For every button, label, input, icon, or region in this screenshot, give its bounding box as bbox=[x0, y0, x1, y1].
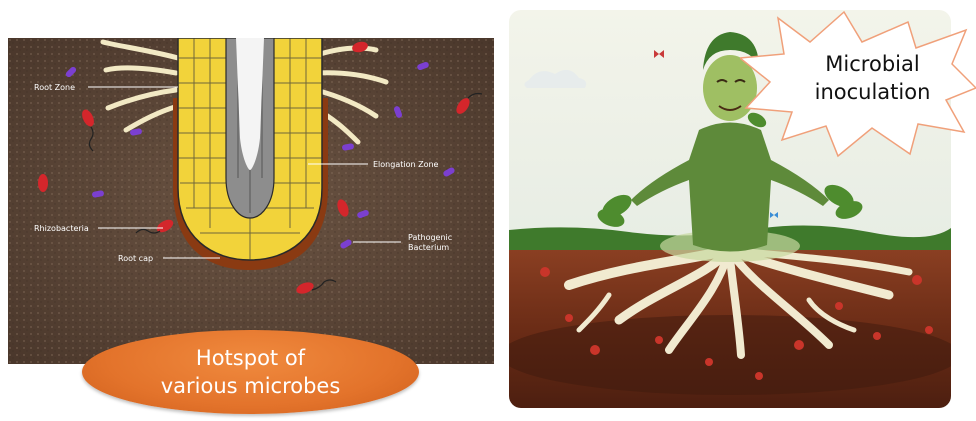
callout-line-2: inoculation bbox=[790, 78, 955, 106]
callout-line-1: Microbial bbox=[790, 50, 955, 78]
root-diagram-svg: Root Zone Elongation Zone Rhizobacteria … bbox=[8, 38, 494, 364]
caption-line-1: Hotspot of bbox=[196, 344, 305, 372]
caption-line-2: various microbes bbox=[161, 372, 341, 400]
hotspot-caption-oval: Hotspot of various microbes bbox=[82, 330, 419, 414]
label-elongation-zone: Elongation Zone bbox=[373, 160, 439, 169]
label-root-zone: Root Zone bbox=[34, 83, 75, 92]
label-rhizobacteria: Rhizobacteria bbox=[34, 224, 89, 233]
label-pathogenic-line2: Bacterium bbox=[408, 243, 449, 252]
label-pathogenic-line1: Pathogenic bbox=[408, 233, 452, 242]
callout-text: Microbial inoculation bbox=[790, 50, 955, 106]
root-zone-diagram: Root Zone Elongation Zone Rhizobacteria … bbox=[8, 38, 494, 364]
label-root-cap: Root cap bbox=[118, 254, 153, 263]
